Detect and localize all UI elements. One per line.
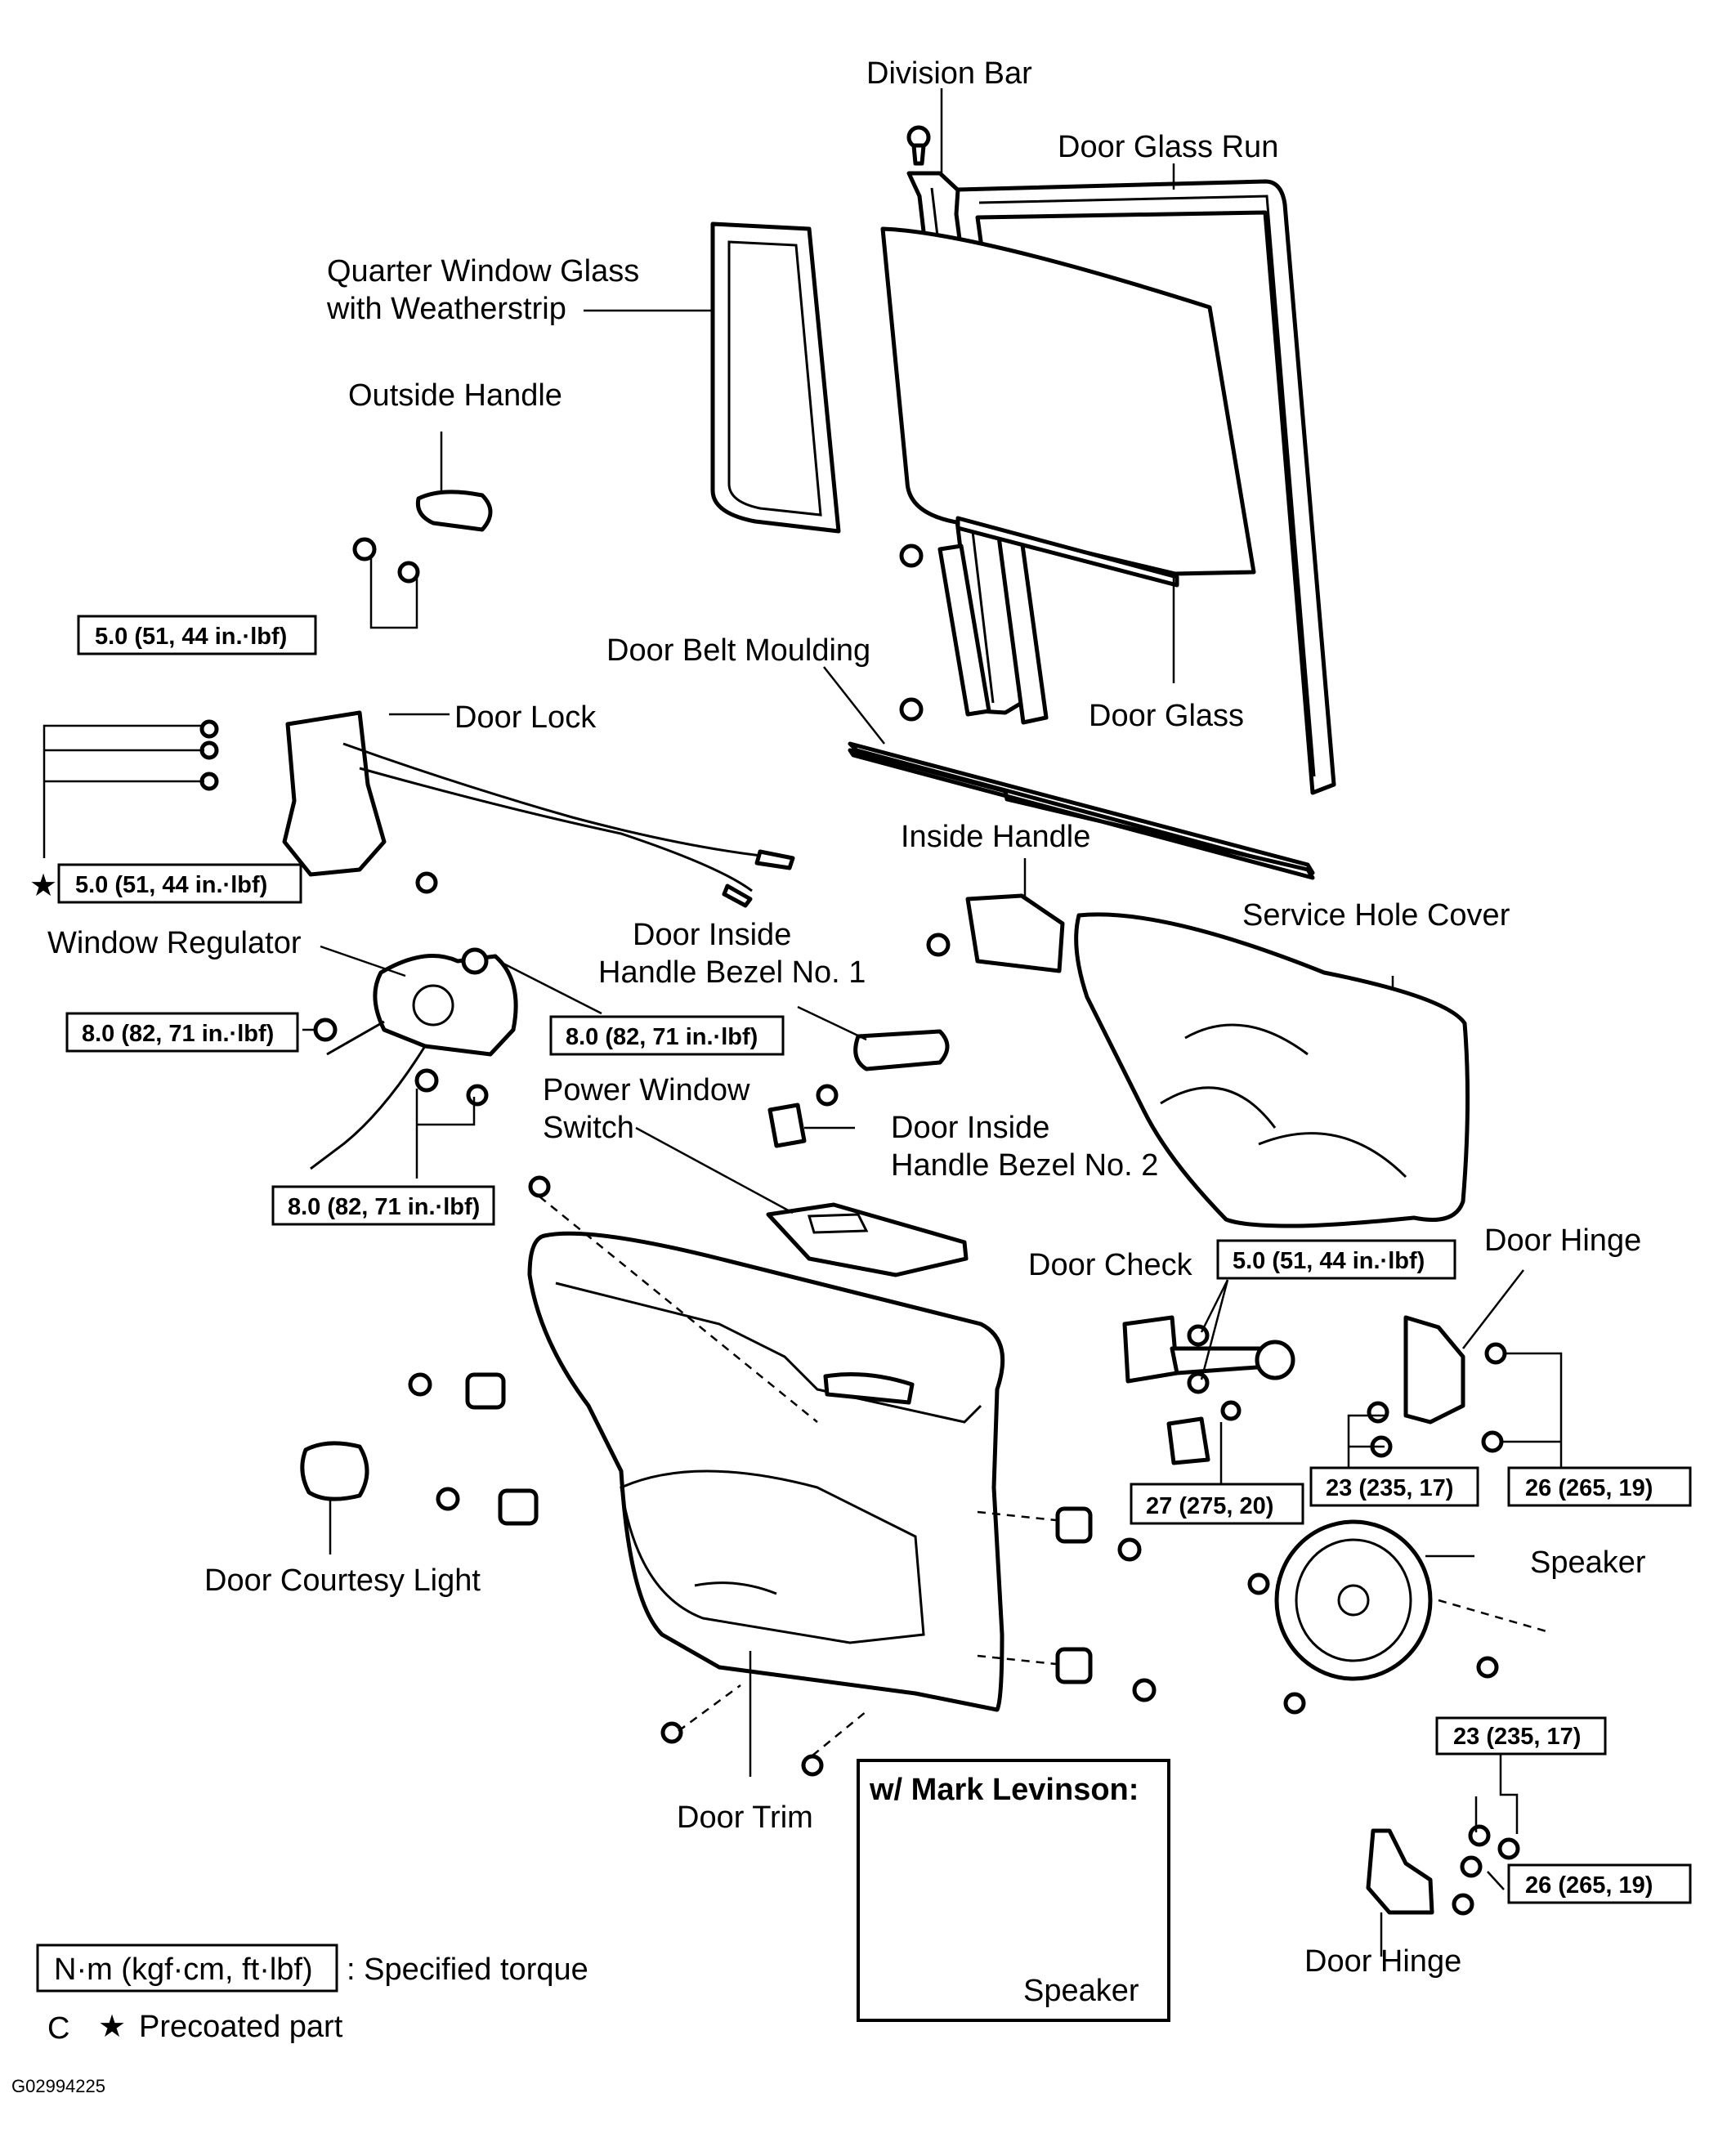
trim-clips [408, 1175, 1157, 1777]
bezel-1-part [853, 1029, 950, 1071]
mark-levinson-inset: w/ Mark Levinson: Speaker [857, 1759, 1170, 2022]
mark-levinson-speaker-label: Speaker [1023, 1974, 1139, 2008]
legend-precoated-desc: Precoated part [139, 2010, 343, 2044]
torque-regulator-bottom: 8.0 (82, 71 in.·lbf) [271, 1185, 495, 1226]
door-trim-part [527, 1231, 1005, 1712]
torque-door-check-bottom: 27 (275, 20) [1130, 1483, 1304, 1525]
label-quarter-window-2: with Weatherstrip [326, 292, 566, 326]
label-power-window-2: Switch [543, 1111, 634, 1145]
door-glass-part [880, 226, 1256, 722]
legend-torque-unit: N·m (kgf·cm, ft·lbf) [54, 1952, 313, 1987]
service-hole-cover-part [1074, 912, 1470, 1228]
legend-corner-letter: C [47, 2011, 69, 2046]
window-regulator-part [310, 947, 518, 1170]
label-door-belt-moulding: Door Belt Moulding [606, 633, 870, 668]
label-bezel-1-line2: Handle Bezel No. 1 [598, 955, 866, 990]
legend-precoated-mark: ★ [98, 2010, 126, 2044]
svg-text:5.0 (51, 44 in.·lbf): 5.0 (51, 44 in.·lbf) [95, 624, 287, 650]
label-door-check: Door Check [1028, 1248, 1193, 1282]
label-bezel-2-line1: Door Inside [891, 1111, 1049, 1145]
door-hinge-lower-part [1366, 1824, 1520, 1916]
torque-door-lock: ★ 5.0 (51, 44 in.·lbf) [29, 863, 302, 904]
label-inside-handle: Inside Handle [901, 820, 1090, 854]
figure-id: G02994225 [11, 2076, 105, 2096]
svg-text:5.0 (51, 44 in.·lbf): 5.0 (51, 44 in.·lbf) [75, 872, 267, 898]
label-door-hinge-lower: Door Hinge [1304, 1944, 1461, 1979]
torque-hinge-lower-right: 26 (265, 19) [1507, 1863, 1692, 1904]
legend-torque-desc: : Specified torque [347, 1952, 588, 1987]
svg-text:8.0 (82, 71 in.·lbf): 8.0 (82, 71 in.·lbf) [288, 1194, 480, 1220]
label-division-bar: Division Bar [866, 56, 1032, 91]
label-bezel-2-line2: Handle Bezel No. 2 [891, 1148, 1158, 1183]
torque-door-check-top: 5.0 (51, 44 in.·lbf) [1216, 1239, 1456, 1280]
torque-hinge-upper-right: 26 (265, 19) [1507, 1466, 1692, 1507]
door-belt-moulding-part [848, 741, 1315, 880]
door-hinge-upper-part [1367, 1315, 1507, 1458]
label-window-regulator: Window Regulator [47, 926, 302, 960]
svg-text:27 (275, 20): 27 (275, 20) [1146, 1493, 1273, 1519]
outside-handle-part [352, 490, 493, 584]
torque-hinge-upper-left: 23 (235, 17) [1309, 1466, 1479, 1507]
svg-text:8.0 (82, 71 in.·lbf): 8.0 (82, 71 in.·lbf) [82, 1021, 274, 1047]
svg-text:★: ★ [29, 869, 57, 903]
torque-hinge-lower-top: 23 (235, 17) [1435, 1716, 1607, 1756]
svg-text:8.0 (82, 71 in.·lbf): 8.0 (82, 71 in.·lbf) [566, 1024, 758, 1050]
svg-text:5.0 (51, 44 in.·lbf): 5.0 (51, 44 in.·lbf) [1233, 1248, 1425, 1274]
legend: N·m (kgf·cm, ft·lbf) : Specified torque … [11, 1944, 588, 2096]
bezel-2-part [767, 1084, 839, 1148]
svg-text:23 (235, 17): 23 (235, 17) [1453, 1724, 1581, 1750]
door-glass-run-part [954, 179, 1336, 795]
label-door-lock: Door Lock [454, 700, 597, 735]
label-speaker: Speaker [1530, 1545, 1646, 1580]
torque-regulator-right: 8.0 (82, 71 in.·lbf) [549, 1015, 785, 1056]
svg-text:26 (265, 19): 26 (265, 19) [1525, 1475, 1653, 1501]
label-outside-handle: Outside Handle [348, 378, 562, 413]
door-courtesy-light-part [300, 1441, 369, 1501]
svg-text:26 (265, 19): 26 (265, 19) [1525, 1872, 1653, 1899]
quarter-window-part [710, 221, 841, 534]
torque-outside-handle: 5.0 (51, 44 in.·lbf) [77, 615, 317, 655]
mark-levinson-title: w/ Mark Levinson: [869, 1773, 1139, 1807]
torque-regulator-left: 8.0 (82, 71 in.·lbf) [65, 1012, 299, 1053]
door-check-part [1122, 1315, 1295, 1465]
label-bezel-1-line1: Door Inside [633, 918, 791, 952]
power-window-switch-part [766, 1202, 969, 1277]
label-quarter-window-1: Quarter Window Glass [327, 254, 639, 289]
label-door-glass-run: Door Glass Run [1058, 130, 1278, 164]
inside-handle-part [926, 893, 1065, 973]
label-door-trim: Door Trim [677, 1800, 813, 1835]
svg-text:23 (235, 17): 23 (235, 17) [1326, 1475, 1453, 1501]
label-door-glass: Door Glass [1089, 699, 1244, 733]
speaker-part [1247, 1519, 1499, 1715]
label-power-window-1: Power Window [543, 1073, 750, 1107]
label-door-hinge-upper: Door Hinge [1484, 1223, 1641, 1258]
label-door-courtesy-light: Door Courtesy Light [204, 1563, 481, 1598]
door-lock-part [199, 710, 795, 908]
label-service-hole-cover: Service Hole Cover [1242, 898, 1510, 933]
